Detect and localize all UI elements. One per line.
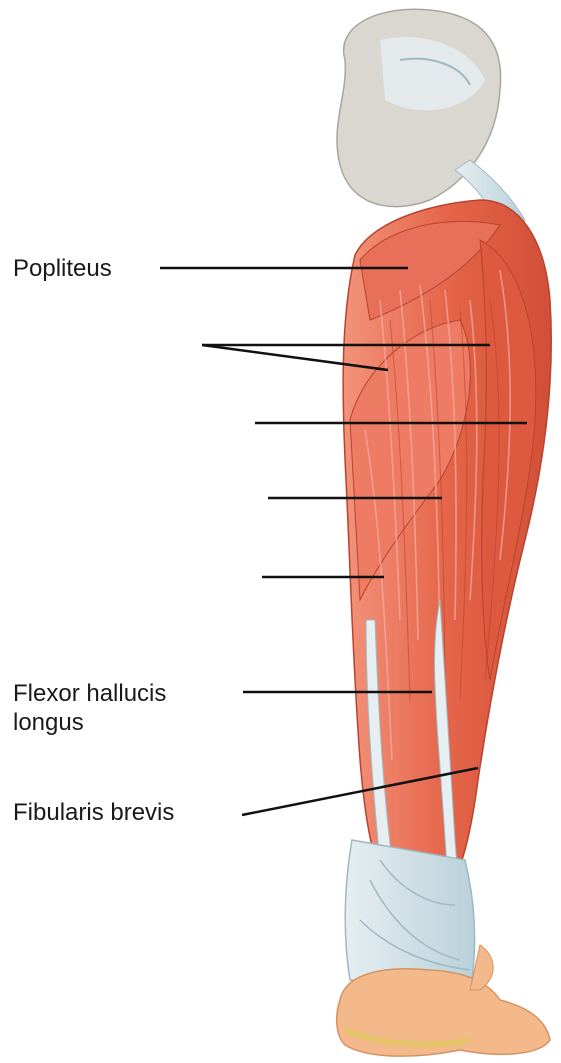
label-flexor-hallucis-longus: Flexor hallucis longus: [13, 679, 166, 737]
label-popliteus: Popliteus: [13, 254, 112, 283]
label-fibularis-brevis: Fibularis brevis: [13, 798, 174, 827]
